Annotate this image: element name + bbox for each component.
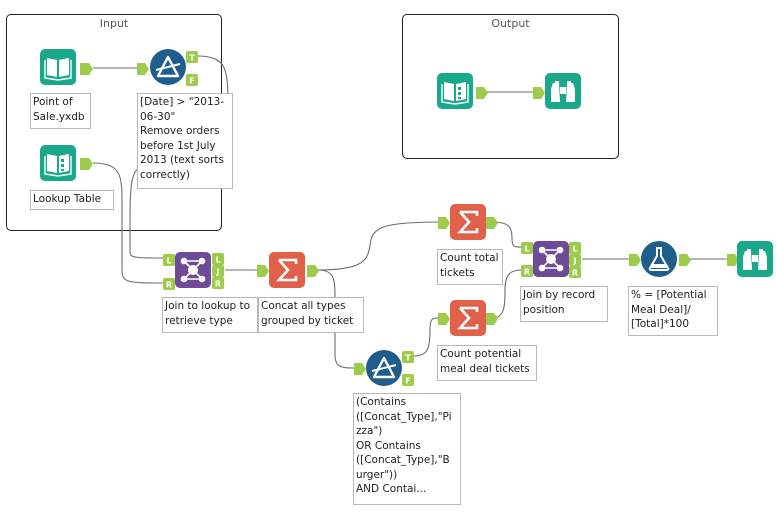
- output-anchor[interactable]: [679, 253, 691, 271]
- join-tool-lookup[interactable]: [175, 252, 211, 288]
- input-anchor[interactable]: [727, 253, 739, 271]
- left-anchor-label: L: [166, 257, 171, 266]
- wire-count-total-to-join-pos: [491, 221, 524, 248]
- input-anchor[interactable]: [629, 253, 641, 271]
- annotation-date-filter: [Date] > "2013- 06-30" Remove orders bef…: [137, 93, 233, 189]
- false-anchor[interactable]: F: [402, 373, 414, 391]
- right-anchor-label: R: [166, 281, 172, 290]
- output-anchor[interactable]: [476, 86, 488, 104]
- filter-triangle-icon: [150, 49, 186, 85]
- wire-contains-to-count-potential: [413, 317, 441, 357]
- input-anchor[interactable]: [354, 362, 366, 380]
- false-anchor-label: F: [189, 77, 194, 86]
- right-input-anchor[interactable]: R: [521, 264, 533, 282]
- right-input-anchor[interactable]: R: [163, 277, 175, 295]
- input-anchor[interactable]: [257, 264, 269, 282]
- annotation-lookup-table: Lookup Table: [30, 190, 114, 210]
- true-anchor[interactable]: T: [402, 350, 414, 368]
- join-output-anchor[interactable]: J: [212, 264, 224, 282]
- output-anchor[interactable]: [80, 62, 93, 80]
- input-anchor[interactable]: [137, 62, 149, 80]
- output-anchor[interactable]: [307, 264, 319, 282]
- right-anchor-label: R: [524, 268, 530, 277]
- false-anchor-label: F: [405, 377, 410, 386]
- left-output-anchor[interactable]: L: [212, 252, 224, 270]
- annotation-contains-filter: (Contains ([Concat_Type],"Pi zza") OR Co…: [353, 393, 461, 505]
- input-data-tool-point-of-sale[interactable]: [40, 49, 76, 85]
- binoculars-icon: [737, 241, 773, 277]
- join-tool-record-position[interactable]: [533, 241, 569, 277]
- input-data-tool-output[interactable]: [437, 73, 473, 109]
- summarize-tool-concat[interactable]: [269, 252, 305, 288]
- browse-tool-final[interactable]: [737, 241, 773, 277]
- right-output-anchor[interactable]: R: [569, 265, 581, 283]
- binoculars-icon: [545, 73, 581, 109]
- filter-triangle-icon: [366, 350, 402, 386]
- right-anchor-label: R: [215, 280, 221, 289]
- left-output-anchor[interactable]: L: [569, 241, 581, 259]
- summarize-tool-count-total[interactable]: [450, 204, 486, 240]
- sigma-icon: [450, 204, 486, 240]
- annotation-count-total: Count total tickets: [437, 249, 503, 285]
- output-anchor[interactable]: [486, 312, 498, 330]
- left-anchor-label: L: [524, 245, 529, 254]
- input-anchor[interactable]: [438, 216, 450, 234]
- wire-lookup-to-join-right: [92, 162, 167, 284]
- formula-tool[interactable]: [641, 241, 677, 277]
- true-anchor-label: T: [189, 54, 195, 63]
- wire-count-potential-to-join-pos: [491, 269, 524, 319]
- join-output-anchor[interactable]: J: [569, 253, 581, 271]
- false-anchor[interactable]: F: [186, 73, 198, 91]
- browse-tool-output[interactable]: [545, 73, 581, 109]
- book-icon: [437, 73, 473, 109]
- annotation-point-of-sale: Point of Sale.yxdb: [30, 93, 91, 129]
- book-icon: [40, 49, 76, 85]
- output-anchor[interactable]: [486, 216, 498, 234]
- output-container-title: Output: [491, 17, 530, 30]
- input-anchor[interactable]: [533, 86, 545, 104]
- filter-tool-date[interactable]: [150, 49, 186, 85]
- left-input-anchor[interactable]: L: [521, 241, 533, 259]
- annotation-formula: % = [Potential Meal Deal]/ [Total]*100: [628, 286, 718, 336]
- right-anchor-label: R: [572, 269, 578, 278]
- true-anchor-label: T: [405, 354, 411, 363]
- left-anchor-label: L: [215, 256, 220, 265]
- annotation-count-potential: Count potential meal deal tickets: [437, 345, 537, 381]
- annotation-join-lookup: Join to lookup to retrieve type: [162, 297, 258, 333]
- left-anchor-label: L: [572, 245, 577, 254]
- left-input-anchor[interactable]: L: [163, 253, 175, 271]
- sigma-icon: [450, 300, 486, 336]
- annotation-join-position: Join by record position: [520, 286, 608, 322]
- input-anchor[interactable]: [438, 312, 450, 330]
- flask-icon: [641, 241, 677, 277]
- book-icon: [40, 145, 76, 181]
- true-anchor[interactable]: T: [186, 50, 198, 68]
- join-network-icon: [533, 241, 569, 277]
- annotation-concat-types: Concat all types grouped by ticket: [258, 297, 364, 333]
- wire-concat-to-count-total: [317, 221, 441, 271]
- right-output-anchor[interactable]: R: [212, 276, 224, 294]
- output-anchor[interactable]: [80, 157, 93, 175]
- input-data-tool-lookup-table[interactable]: [40, 145, 76, 181]
- join-network-icon: [175, 252, 211, 288]
- filter-tool-contains[interactable]: [366, 350, 402, 386]
- join-anchor-label: J: [216, 268, 220, 277]
- sigma-icon: [269, 252, 305, 288]
- join-anchor-label: J: [573, 257, 577, 266]
- input-container-title: Input: [99, 17, 129, 30]
- summarize-tool-count-potential[interactable]: [450, 300, 486, 336]
